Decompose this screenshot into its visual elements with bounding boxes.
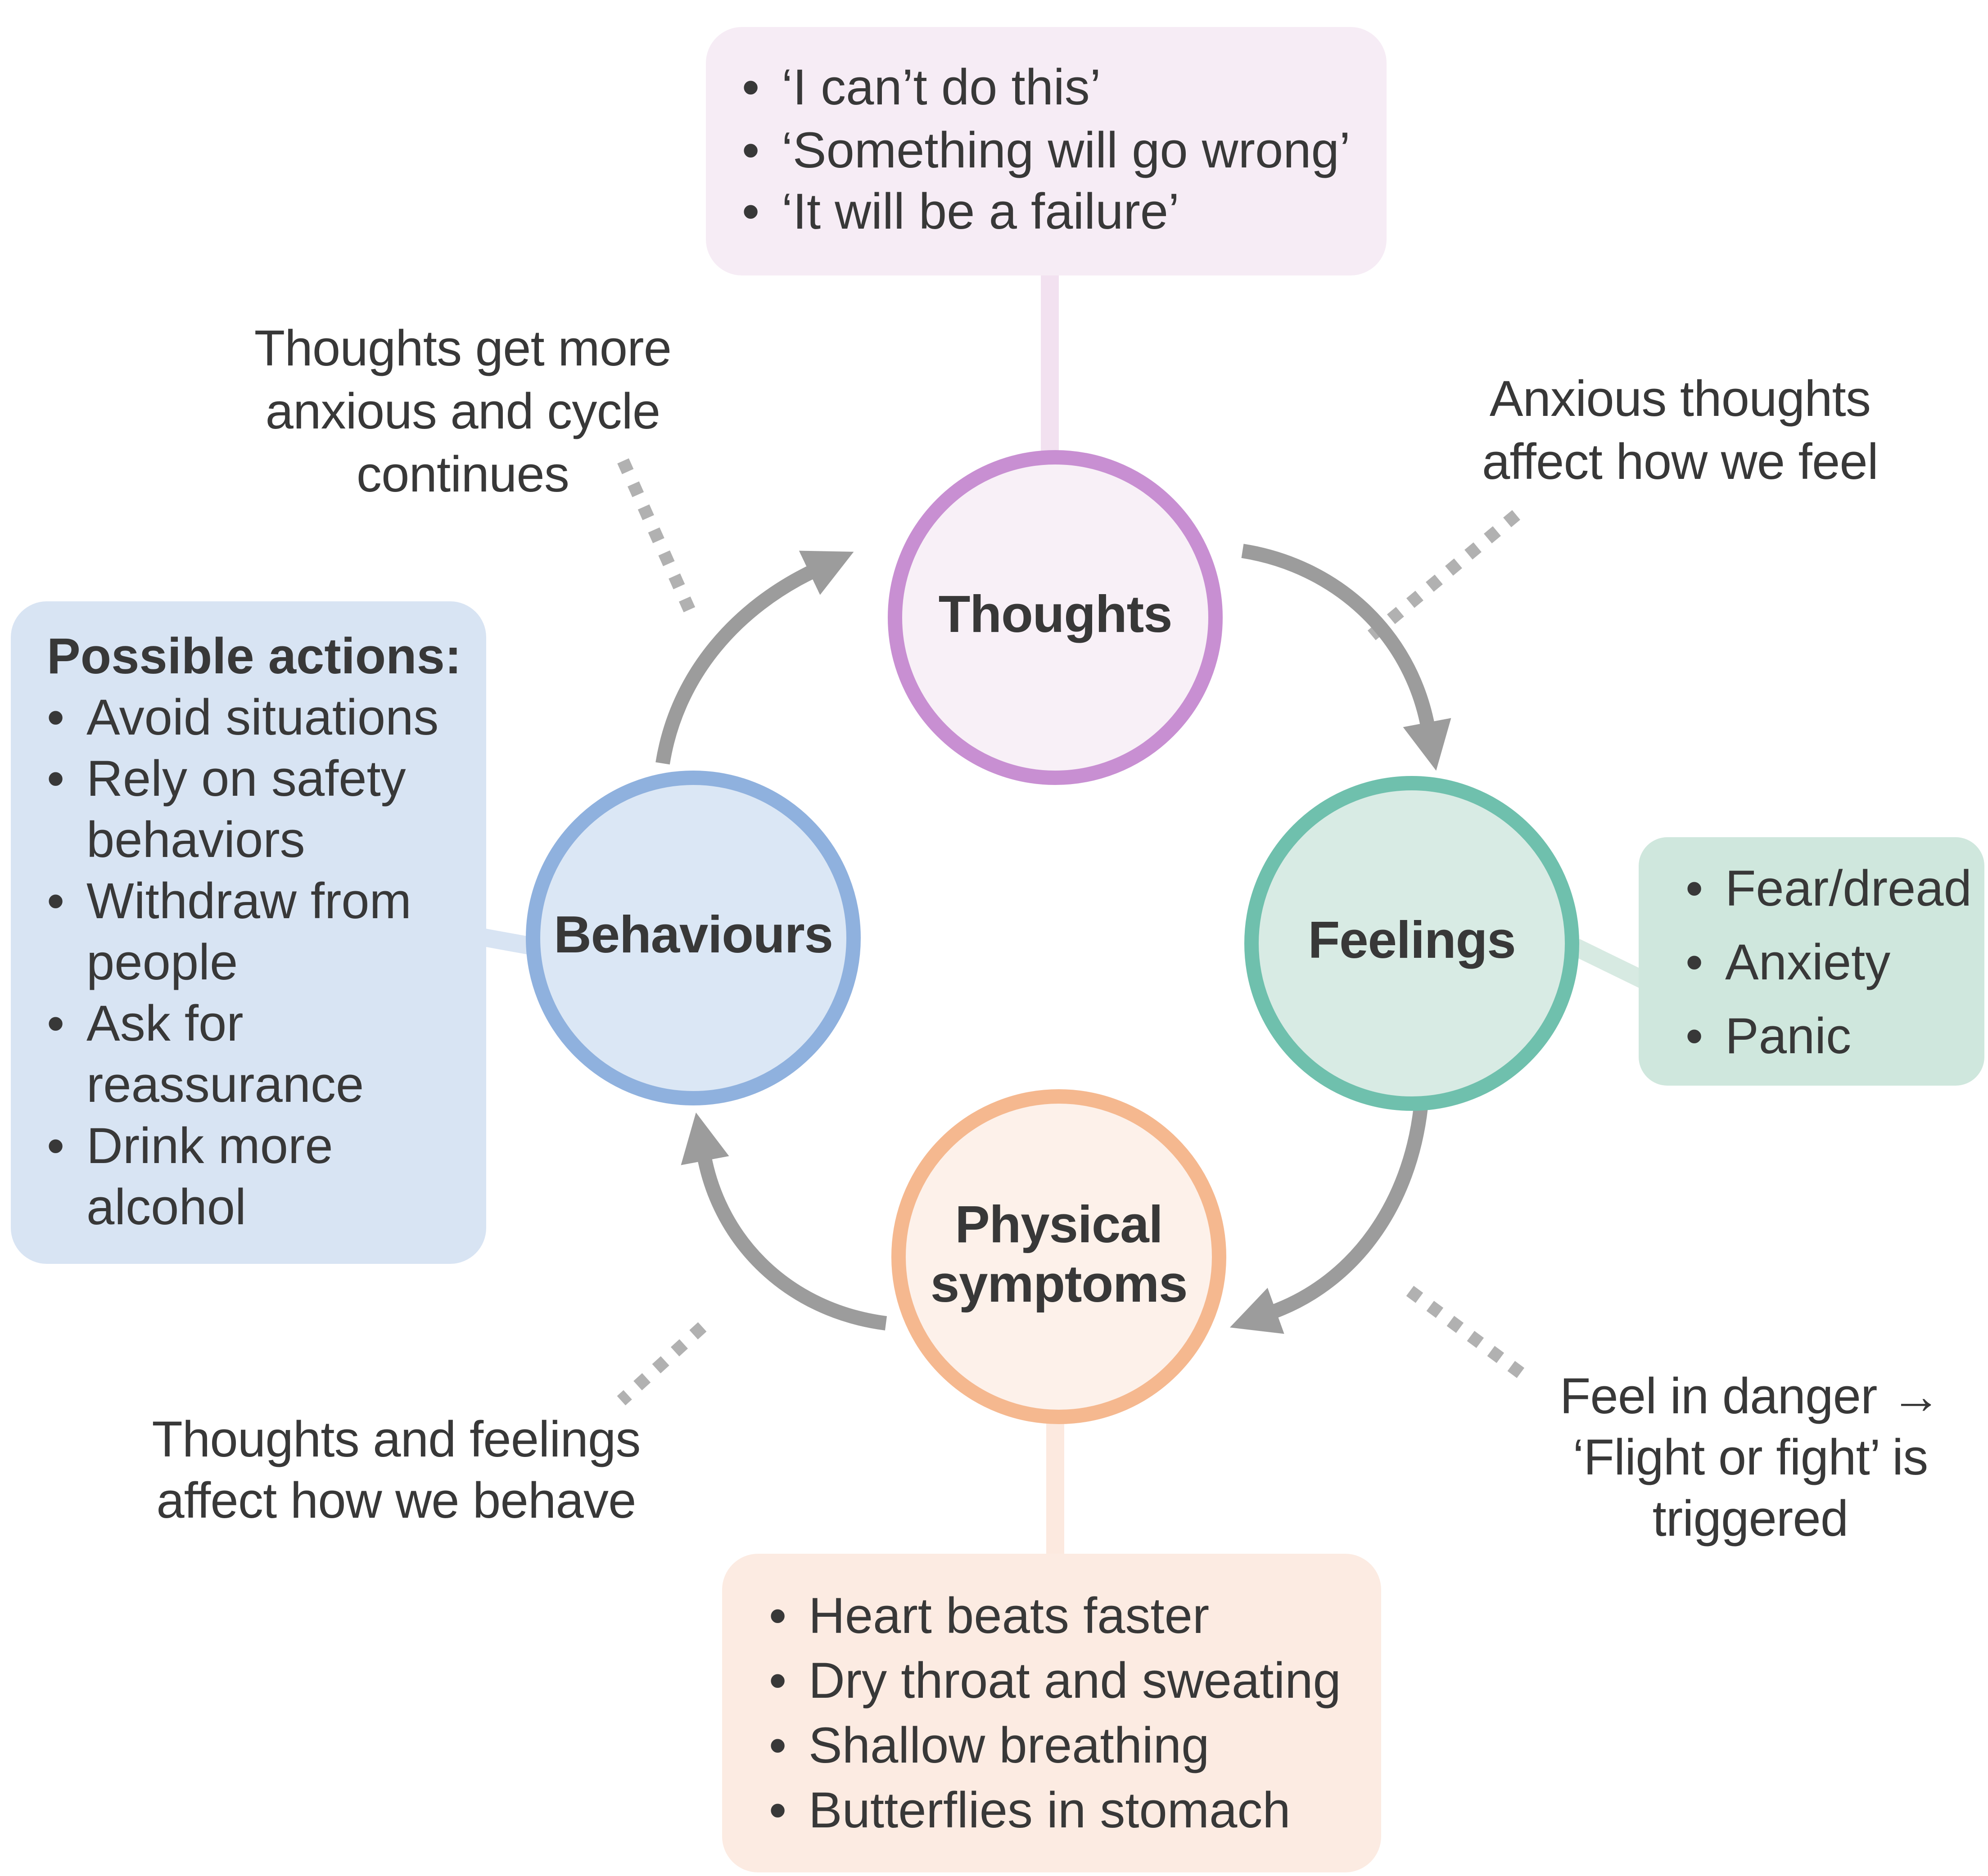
list-item-label: Anxiety xyxy=(1725,933,1891,989)
callout-physical-symptoms: • Heart beats faster • Dry throat and sw… xyxy=(722,1554,1381,1872)
bullet-icon: • xyxy=(1685,860,1703,915)
bullet-icon: • xyxy=(769,1781,787,1837)
list-item-label: ‘It will be a failure’ xyxy=(782,184,1179,240)
list-item-label: ‘I can’t do this’ xyxy=(782,60,1101,116)
bullet-icon: • xyxy=(769,1652,787,1708)
list-item-label: Panic xyxy=(1725,1007,1852,1063)
node-feelings: Feelings xyxy=(1244,776,1579,1111)
annotation-line: Feel in danger → xyxy=(1559,1368,1941,1424)
list-item: • Butterflies in stomach xyxy=(769,1778,1367,1843)
list-item: • Avoid situations xyxy=(47,688,475,749)
annotation-thoughts-affect-feelings: Anxious thoughts affect how we feel xyxy=(1444,367,1916,493)
list-item: • ‘I can’t do this’ xyxy=(742,58,1369,120)
list-item: • Shallow breathing xyxy=(769,1713,1367,1778)
annotation-line: Anxious thoughts xyxy=(1489,371,1871,427)
dotted-leader-bottom-left xyxy=(617,1322,707,1406)
dotted-leader-bottom-right xyxy=(1406,1285,1526,1379)
list-item: • Drink more alcohol xyxy=(47,1116,475,1239)
annotation-line: affect how we behave xyxy=(156,1473,636,1529)
bullet-icon: • xyxy=(742,60,760,116)
node-feelings-label: Feelings xyxy=(1308,913,1516,971)
annotation-line: ‘Flight or fight’ is xyxy=(1572,1430,1928,1485)
annotation-cycle-continues: Thoughts get more anxious and cycle cont… xyxy=(211,317,715,506)
list-item-label: Avoid situations xyxy=(86,690,439,745)
arrow-physical-to-behaviours xyxy=(681,1112,887,1330)
list-item: • Panic xyxy=(1685,1006,1970,1065)
node-behaviours-label: Behaviours xyxy=(554,908,833,966)
node-physical-symptoms-label: Physical symptoms xyxy=(930,1196,1188,1314)
bullet-icon: • xyxy=(47,751,65,807)
node-physical-symptoms: Physical symptoms xyxy=(891,1089,1226,1424)
bullet-icon: • xyxy=(47,996,65,1051)
bullet-icon: • xyxy=(1685,1007,1703,1063)
callout-thoughts-examples: • ‘I can’t do this’ • ‘Something will go… xyxy=(706,27,1387,275)
list-item-label: Drink more alcohol xyxy=(86,1118,333,1235)
bullet-icon: • xyxy=(47,873,65,929)
list-item-label: Rely on safety behaviors xyxy=(86,751,406,868)
annotation-line: Thoughts get more xyxy=(254,320,672,376)
callout-title: Possible actions: xyxy=(47,628,462,684)
annotation-line: triggered xyxy=(1652,1491,1849,1547)
annotation-line: anxious and cycle xyxy=(265,383,661,439)
list-item: • Rely on safety behaviors xyxy=(47,749,475,871)
annotation-line: continues xyxy=(356,446,569,502)
callout-feelings-examples: • Fear/dread • Anxiety • Panic xyxy=(1639,837,1984,1086)
list-item-label: Ask for reassurance xyxy=(86,996,364,1113)
arrow-behaviours-to-thoughts xyxy=(655,550,854,765)
list-item: • ‘It will be a failure’ xyxy=(742,182,1369,244)
bullet-icon: • xyxy=(769,1587,787,1643)
list-item: • Withdraw from people xyxy=(47,871,475,994)
bullet-icon: • xyxy=(769,1717,787,1772)
list-item-label: ‘Something will go wrong’ xyxy=(782,122,1351,178)
annotation-line: affect how we feel xyxy=(1482,434,1879,490)
list-item: • Heart beats faster xyxy=(769,1583,1367,1648)
arrow-thoughts-to-feelings xyxy=(1241,544,1451,771)
list-item: • Anxiety xyxy=(1685,932,1970,991)
bullet-icon: • xyxy=(47,690,65,745)
arrow-feelings-to-physical xyxy=(1229,1106,1428,1334)
callout-possible-actions: Possible actions: • Avoid situations • R… xyxy=(11,601,486,1264)
list-item: • Dry throat and sweating xyxy=(769,1648,1367,1713)
link-feelings-box xyxy=(1572,939,1654,991)
bullet-icon: • xyxy=(742,184,760,240)
dotted-leader-top-left xyxy=(617,458,696,613)
bullet-icon: • xyxy=(1685,933,1703,989)
list-item: • Ask for reassurance xyxy=(47,994,475,1116)
list-item: • ‘Something will go wrong’ xyxy=(742,120,1369,182)
list-item-label: Withdraw from people xyxy=(86,873,411,990)
annotation-thoughts-affect-behaviour: Thoughts and feelings affect how we beha… xyxy=(106,1410,686,1532)
bullet-icon: • xyxy=(742,122,760,178)
node-behaviours: Behaviours xyxy=(526,771,861,1105)
annotation-line: Thoughts and feelings xyxy=(152,1412,641,1467)
list-item-label: Heart beats faster xyxy=(809,1587,1210,1643)
list-item-label: Butterflies in stomach xyxy=(809,1781,1291,1837)
list-item-label: Shallow breathing xyxy=(809,1717,1210,1772)
node-thoughts-label: Thoughts xyxy=(938,587,1173,645)
bullet-icon: • xyxy=(47,1118,65,1174)
annotation-flight-or-fight: Feel in danger → ‘Flight or fight’ is tr… xyxy=(1487,1366,1988,1550)
dotted-leader-top-right xyxy=(1361,510,1520,646)
list-item-label: Fear/dread xyxy=(1725,860,1972,915)
list-item: • Fear/dread xyxy=(1685,858,1972,917)
node-thoughts: Thoughts xyxy=(888,450,1223,785)
list-item-label: Dry throat and sweating xyxy=(809,1652,1341,1708)
